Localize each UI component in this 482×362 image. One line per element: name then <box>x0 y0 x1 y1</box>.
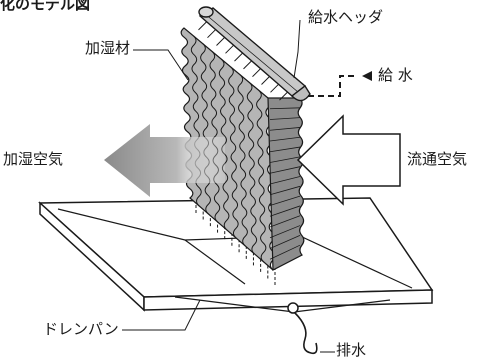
drain-fitting <box>287 302 318 355</box>
water-inlet-arrow <box>308 71 372 97</box>
media-rib <box>269 127 301 131</box>
label-drain: 排水 <box>336 341 367 359</box>
media-rib <box>269 146 301 153</box>
media-sheet <box>200 43 211 215</box>
drain-pan <box>38 197 434 313</box>
humid-air-arrow <box>104 124 225 197</box>
media-rib <box>269 107 301 110</box>
supply-header <box>198 6 311 102</box>
media-rib <box>269 176 301 185</box>
label-media: 加湿材 <box>82 41 134 56</box>
label-supply-header: 給水ヘッダ <box>305 10 387 25</box>
media-sheet <box>228 66 239 239</box>
media-pad <box>180 27 305 271</box>
label-water-supply: 給 水 <box>378 66 413 84</box>
media-rib <box>269 117 301 120</box>
media-side-face <box>267 97 305 271</box>
media-rib <box>269 205 301 217</box>
media-rib <box>269 136 301 142</box>
media-rib <box>269 166 301 174</box>
media-rib <box>269 225 301 239</box>
media-rib <box>269 156 301 163</box>
label-humid-air: 加湿空気 <box>3 150 64 168</box>
label-airflow: 流通空気 <box>407 150 468 168</box>
media-rib <box>269 244 301 260</box>
airflow-arrow <box>296 114 401 206</box>
leader-lines <box>122 19 335 353</box>
media-sheet <box>237 74 248 247</box>
media-rib <box>269 185 301 196</box>
media-rib <box>269 195 301 206</box>
diagram-title: 化のモデル図 <box>0 0 91 13</box>
media-sheet <box>209 50 221 223</box>
label-drain-pan: ドレンパン <box>40 322 122 337</box>
media-sheet <box>256 89 267 263</box>
media-corrugation <box>190 35 301 263</box>
media-rib <box>269 215 301 228</box>
media-sheet <box>246 82 258 255</box>
media-rib <box>269 235 301 249</box>
